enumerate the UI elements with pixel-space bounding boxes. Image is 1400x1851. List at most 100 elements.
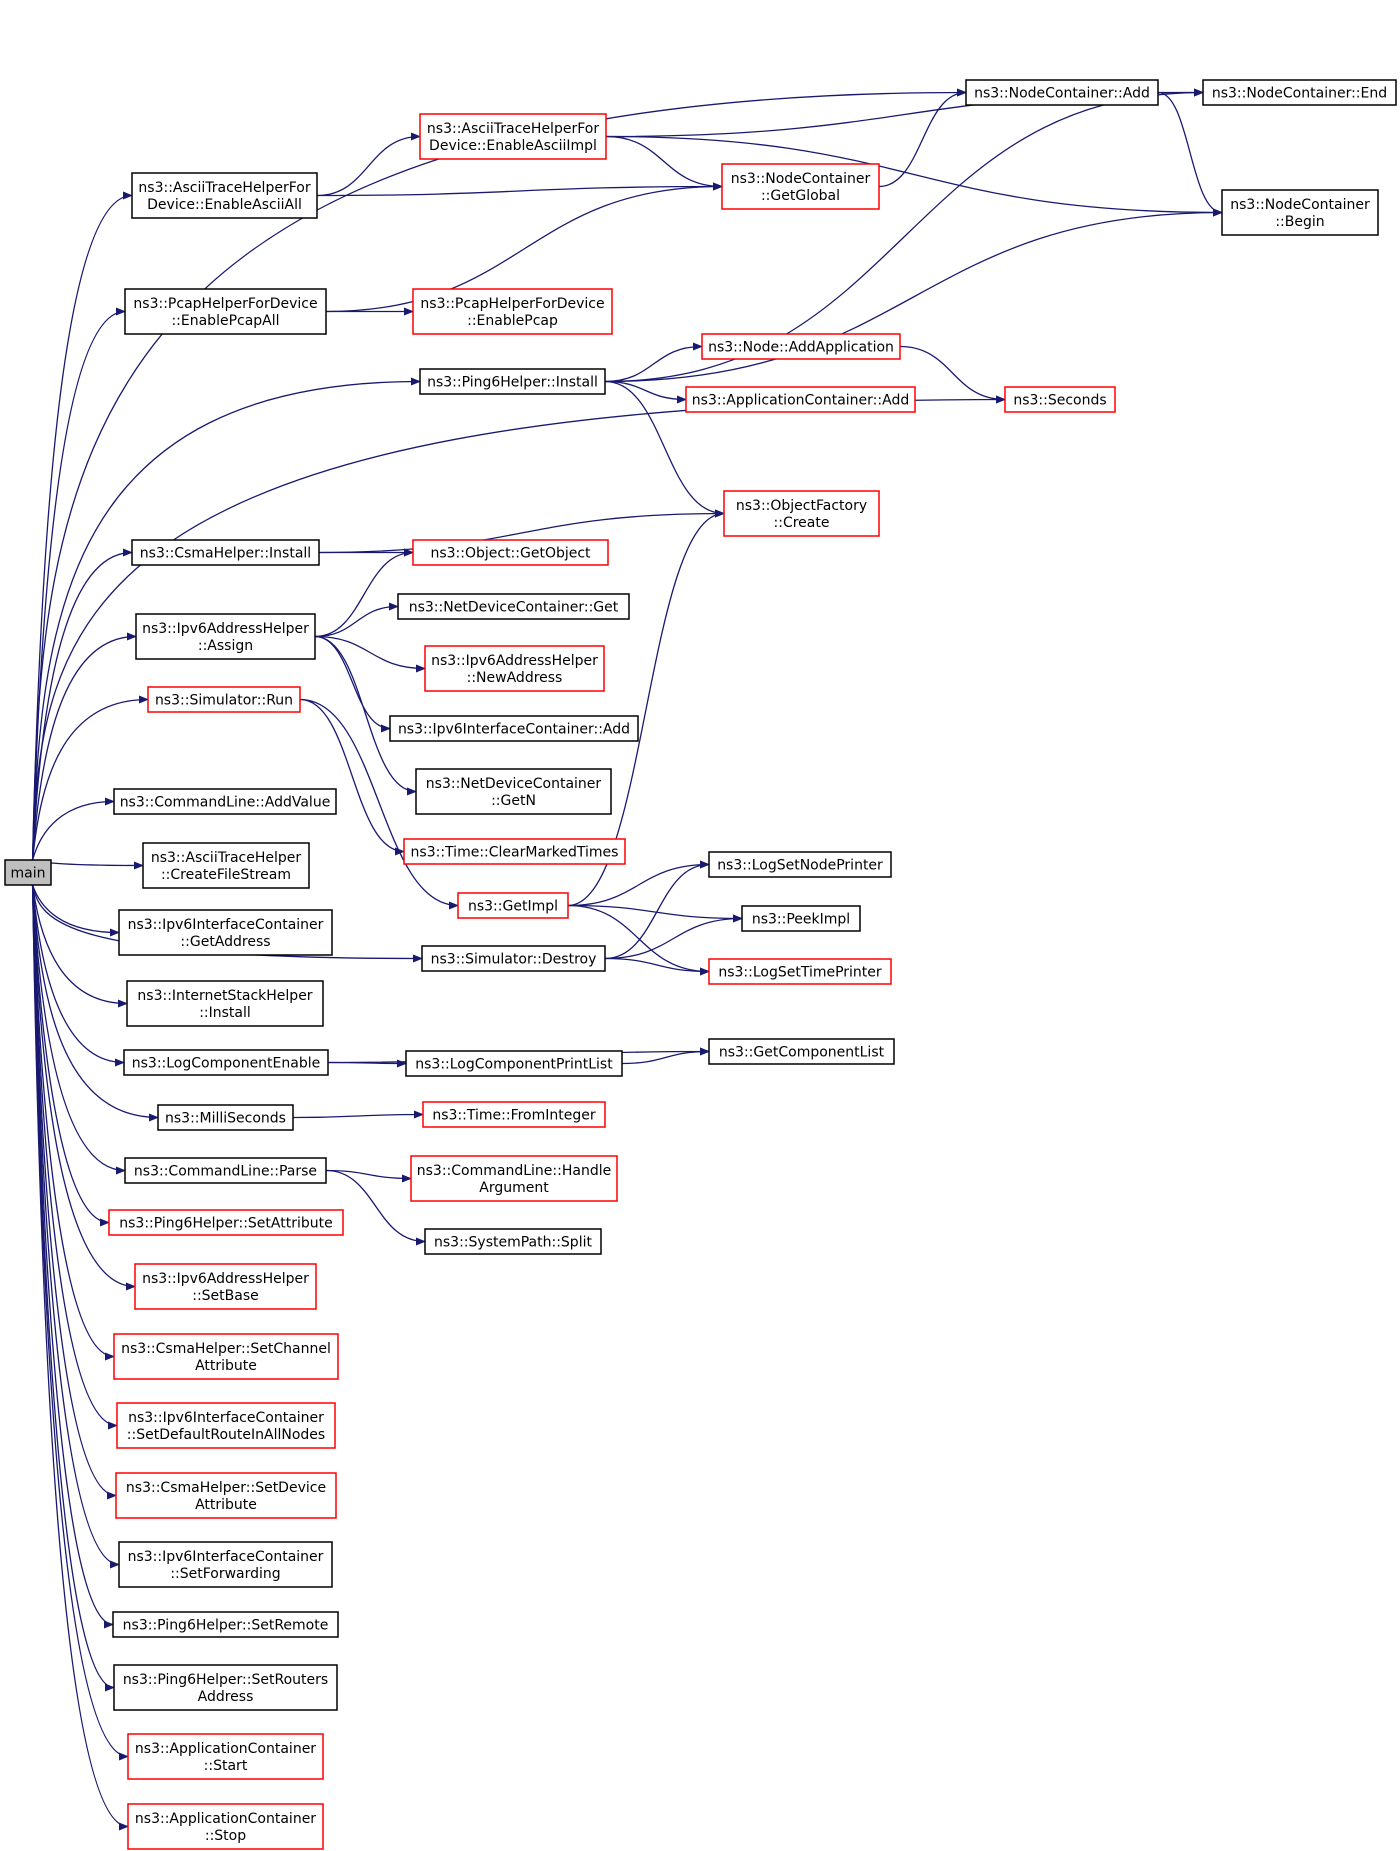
node-box bbox=[124, 1157, 327, 1184]
node-label: ::Start bbox=[204, 1758, 248, 1774]
node-label: ::EnablePcapAll bbox=[171, 313, 279, 329]
node-appc-add[interactable]: ns3::ApplicationContainer::Add bbox=[685, 386, 916, 413]
node-p6-install[interactable]: ns3::Ping6Helper::Install bbox=[419, 368, 606, 395]
node-box bbox=[142, 842, 310, 889]
node-appc-start[interactable]: ns3::ApplicationContainer::Start bbox=[127, 1733, 324, 1780]
edge-p6_install-to-appc_add bbox=[604, 380, 687, 404]
node-ip6ic-setfwd[interactable]: ns3::Ipv6InterfaceContainer::SetForwardi… bbox=[118, 1541, 333, 1588]
node-logsettime[interactable]: ns3::LogSetTimePrinter bbox=[708, 958, 892, 985]
node-atfd-impl[interactable]: ns3::AsciiTraceHelperForDevice::EnableAs… bbox=[419, 113, 607, 160]
node-label: ::GetN bbox=[491, 793, 536, 809]
node-box bbox=[147, 686, 301, 713]
node-label: ns3::Ipv6InterfaceContainer bbox=[128, 1549, 324, 1565]
node-ip6ah-newaddr[interactable]: ns3::Ipv6AddressHelper::NewAddress bbox=[424, 645, 605, 692]
node-appc-stop[interactable]: ns3::ApplicationContainer::Stop bbox=[127, 1803, 324, 1850]
node-label: Argument bbox=[479, 1180, 549, 1196]
node-sim-destroy[interactable]: ns3::Simulator::Destroy bbox=[421, 945, 606, 972]
node-label: Attribute bbox=[195, 1497, 257, 1513]
node-label: ns3::NodeContainer bbox=[731, 171, 871, 187]
node-nc-end[interactable]: ns3::NodeContainer::End bbox=[1202, 79, 1397, 106]
node-box bbox=[127, 1733, 324, 1780]
node-logcpl[interactable]: ns3::LogComponentPrintList bbox=[405, 1050, 623, 1077]
node-label: ns3::PcapHelperForDevice bbox=[420, 296, 604, 312]
node-sp-split[interactable]: ns3::SystemPath::Split bbox=[424, 1228, 602, 1255]
edge-millis-to-time_fromint bbox=[292, 1110, 424, 1119]
node-box bbox=[131, 172, 318, 219]
node-ish-install[interactable]: ns3::InternetStackHelper::Install bbox=[126, 980, 324, 1027]
node-label: ns3::SystemPath::Split bbox=[434, 1235, 592, 1251]
node-seconds[interactable]: ns3::Seconds bbox=[1004, 386, 1116, 413]
edge-atfd_all-to-atfd_impl bbox=[316, 132, 421, 197]
node-label: ns3::LogComponentPrintList bbox=[415, 1057, 613, 1073]
node-node-addapp[interactable]: ns3::Node::AddApplication bbox=[701, 333, 901, 360]
node-label: ns3::AsciiTraceHelperFor bbox=[138, 180, 310, 196]
node-obj-get[interactable]: ns3::Object::GetObject bbox=[412, 539, 609, 566]
edge-nc_add-to-nc_begin bbox=[1157, 91, 1223, 217]
node-p6-setattr[interactable]: ns3::Ping6Helper::SetAttribute bbox=[108, 1209, 344, 1236]
node-nc-global[interactable]: ns3::NodeContainer::GetGlobal bbox=[721, 163, 880, 210]
node-ip6ah-setbase[interactable]: ns3::Ipv6AddressHelper::SetBase bbox=[134, 1263, 317, 1310]
node-label: ns3::CsmaHelper::SetChannel bbox=[121, 1341, 331, 1357]
node-of-create[interactable]: ns3::ObjectFactory::Create bbox=[723, 490, 880, 537]
node-getimpl[interactable]: ns3::GetImpl bbox=[457, 892, 569, 919]
node-box bbox=[135, 613, 316, 660]
node-box bbox=[708, 1038, 895, 1065]
node-ath-cfs[interactable]: ns3::AsciiTraceHelper::CreateFileStream bbox=[142, 842, 310, 889]
node-millis[interactable]: ns3::MilliSeconds bbox=[157, 1104, 294, 1131]
edge-sim_destroy-to-logsettime bbox=[604, 957, 710, 976]
node-box bbox=[1202, 79, 1397, 106]
node-label: ::SetBase bbox=[192, 1288, 259, 1304]
edge-main-to-p6_setattr bbox=[31, 884, 110, 1227]
node-p6-setremote[interactable]: ns3::Ping6Helper::SetRemote bbox=[112, 1611, 339, 1638]
node-sim-run[interactable]: ns3::Simulator::Run bbox=[147, 686, 301, 713]
node-ndc-get[interactable]: ns3::NetDeviceContainer::Get bbox=[397, 593, 630, 620]
node-phfd-all[interactable]: ns3::PcapHelperForDevice::EnablePcapAll bbox=[124, 288, 327, 335]
node-box bbox=[157, 1104, 294, 1131]
node-label: ns3::CommandLine::Parse bbox=[134, 1164, 317, 1180]
node-cl-addvalue[interactable]: ns3::CommandLine::AddValue bbox=[113, 788, 337, 815]
node-time-fromint[interactable]: ns3::Time::FromInteger bbox=[422, 1101, 606, 1128]
node-label: ns3::NetDeviceContainer::Get bbox=[409, 600, 619, 616]
node-label: ns3::CsmaHelper::SetDevice bbox=[126, 1480, 326, 1496]
node-main[interactable]: main bbox=[4, 859, 52, 886]
edge-ip6ah_assign-to-ndc_get bbox=[314, 602, 399, 638]
node-label: ns3::PeekImpl bbox=[752, 912, 850, 928]
node-logsetnode[interactable]: ns3::LogSetNodePrinter bbox=[708, 851, 892, 878]
node-atfd-all[interactable]: ns3::AsciiTraceHelperForDevice::EnableAs… bbox=[131, 172, 318, 219]
node-label: ns3::Ipv6InterfaceContainer bbox=[128, 1410, 324, 1426]
node-ip6ic-add[interactable]: ns3::Ipv6InterfaceContainer::Add bbox=[389, 715, 639, 742]
edge-p6_install-to-nc_begin bbox=[604, 208, 1223, 383]
node-box bbox=[1004, 386, 1116, 413]
edge-node_addapp-to-seconds bbox=[899, 345, 1006, 404]
node-label: ns3::AsciiTraceHelperFor bbox=[427, 121, 599, 137]
node-ndc-getn[interactable]: ns3::NetDeviceContainer::GetN bbox=[415, 768, 612, 815]
node-peekimpl[interactable]: ns3::PeekImpl bbox=[741, 905, 861, 932]
node-nc-add[interactable]: ns3::NodeContainer::Add bbox=[965, 79, 1159, 106]
node-box bbox=[701, 333, 901, 360]
node-phfd-pcap[interactable]: ns3::PcapHelperForDevice::EnablePcap bbox=[412, 288, 613, 335]
edge-logce-to-logcpl bbox=[327, 1059, 407, 1068]
node-ip6ic-setdef[interactable]: ns3::Ipv6InterfaceContainer::SetDefaultR… bbox=[116, 1402, 336, 1449]
node-label: ns3::Node::AddApplication bbox=[708, 340, 894, 356]
node-cl-parse[interactable]: ns3::CommandLine::Parse bbox=[124, 1157, 327, 1184]
node-ip6ic-getaddr[interactable]: ns3::Ipv6InterfaceContainer::GetAddress bbox=[118, 909, 333, 956]
node-csma-install[interactable]: ns3::CsmaHelper::Install bbox=[131, 539, 320, 566]
node-ip6ah-assign[interactable]: ns3::Ipv6AddressHelper::Assign bbox=[135, 613, 316, 660]
node-time-clear[interactable]: ns3::Time::ClearMarkedTimes bbox=[403, 838, 626, 865]
edge-p6_install-to-node_addapp bbox=[604, 342, 703, 383]
edge-ip6ah_assign-to-ip6ic_add bbox=[314, 635, 391, 733]
node-label: ns3::ApplicationContainer::Add bbox=[692, 393, 909, 409]
node-label: ns3::Simulator::Run bbox=[155, 693, 293, 709]
node-getcl[interactable]: ns3::GetComponentList bbox=[708, 1038, 895, 1065]
edge-atfd_impl-to-nc_begin bbox=[605, 135, 1223, 217]
node-label: Attribute bbox=[195, 1358, 257, 1374]
node-label: ns3::CommandLine::AddValue bbox=[120, 795, 331, 811]
node-logce[interactable]: ns3::LogComponentEnable bbox=[123, 1049, 329, 1076]
node-nc-begin[interactable]: ns3::NodeContainer::Begin bbox=[1221, 189, 1379, 236]
node-label: ::Create bbox=[774, 515, 830, 531]
